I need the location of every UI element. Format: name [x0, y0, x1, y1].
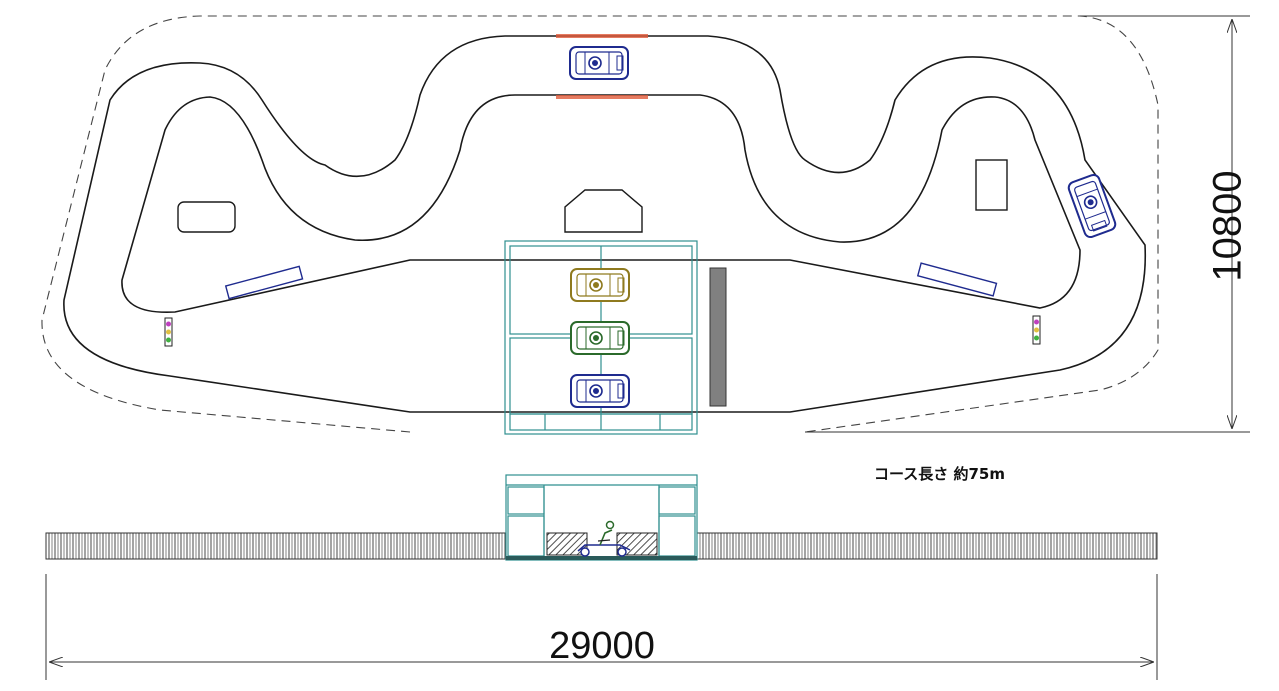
kart-icon: [570, 268, 630, 302]
infield-box-left: [177, 201, 236, 233]
rider-kart-icon: [577, 520, 631, 557]
height-dimension-label: 10800: [1206, 170, 1250, 281]
site-boundary-dashed: [41, 15, 1159, 433]
track-outer-edge: [63, 35, 1147, 413]
kart-icon: [1066, 172, 1118, 240]
kart-icon: [570, 321, 630, 355]
kart-icon: [569, 46, 629, 80]
tire-barrier-right: [916, 262, 998, 297]
kart-icon: [570, 374, 630, 408]
booth-elevation: [505, 474, 698, 561]
course-length-label: コース長さ 約75m: [874, 465, 1005, 483]
pit-booth: [504, 240, 698, 435]
traffic-light-icon: [1032, 315, 1041, 345]
fence-right: [696, 532, 1158, 560]
track-inner-edge: [121, 94, 1081, 313]
width-dimension: [45, 574, 1158, 680]
side-elevation: [45, 474, 1158, 561]
start-line-top: [556, 34, 648, 38]
control-tower: [564, 189, 643, 233]
width-dimension-label: 29000: [549, 625, 655, 667]
traffic-light-icon: [164, 317, 173, 347]
fence-left: [45, 532, 507, 560]
height-dimension: [805, 15, 1250, 433]
start-line-bottom: [556, 95, 648, 99]
tire-barrier-left: [224, 265, 304, 300]
pit-wall: [709, 267, 727, 407]
infield-box-right: [975, 159, 1008, 211]
